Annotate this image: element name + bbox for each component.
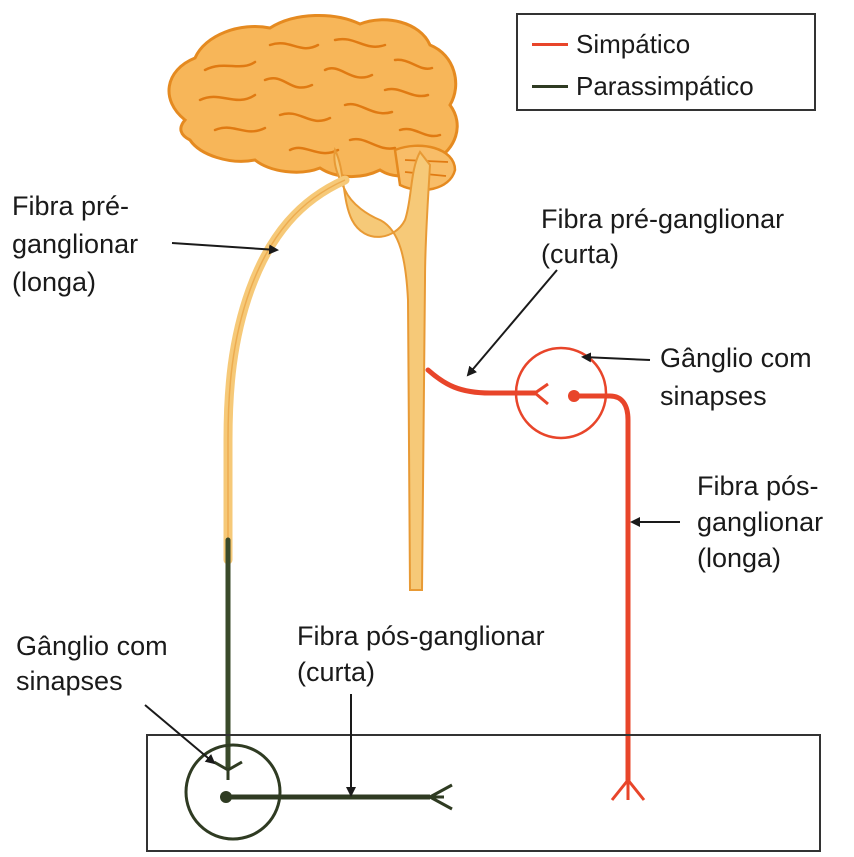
para-ganglion-circle <box>186 745 280 839</box>
spinal-cord <box>334 150 430 590</box>
symp-preganglionic-fiber <box>428 370 535 393</box>
arrow-symp-pre <box>468 270 557 375</box>
label-symp-pre-line2: (curta) <box>541 238 619 270</box>
arrow-para-pre <box>172 243 277 250</box>
legend-item-sympathetic: Simpático <box>532 28 690 60</box>
label-symp-post-line2: ganglionar <box>697 506 823 538</box>
label-para-ganglion-line1: Gânglio com <box>16 630 168 662</box>
label-symp-pre-line1: Fibra pré-ganglionar <box>541 203 784 235</box>
label-para-pre-line3: (longa) <box>12 266 96 298</box>
label-symp-post-line3: (longa) <box>697 542 781 574</box>
label-para-post-line2: (curta) <box>297 656 375 688</box>
symp-effector-terminal <box>612 780 644 800</box>
para-preganglionic-fiber-upper-edge <box>228 180 345 560</box>
legend-label-parasympathetic: Parassimpático <box>576 71 754 102</box>
symp-postganglionic-fiber <box>574 396 628 780</box>
brain-illustration <box>169 15 457 190</box>
label-para-post-line1: Fibra pós-ganglionar <box>297 620 545 652</box>
legend-item-parasympathetic: Parassimpático <box>532 70 754 102</box>
legend-swatch-sympathetic <box>532 43 568 46</box>
label-para-pre-line1: Fibra pré- <box>12 190 129 222</box>
label-symp-ganglion-line1: Gânglio com <box>660 342 812 374</box>
symp-dendrite <box>535 384 548 404</box>
arrow-symp-ganglion <box>583 357 650 360</box>
legend-label-sympathetic: Simpático <box>576 29 690 60</box>
para-preganglionic-fiber-upper <box>228 180 345 560</box>
effector-organ-box <box>147 735 820 851</box>
label-symp-ganglion-line2: sinapses <box>660 380 767 412</box>
para-effector-terminal <box>425 785 452 809</box>
label-symp-post-line1: Fibra pós- <box>697 470 819 502</box>
label-para-pre-line2: ganglionar <box>12 228 138 260</box>
label-para-ganglion-line2: sinapses <box>16 665 123 697</box>
legend-swatch-parasympathetic <box>532 85 568 88</box>
legend: Simpático Parassimpático <box>516 13 816 111</box>
